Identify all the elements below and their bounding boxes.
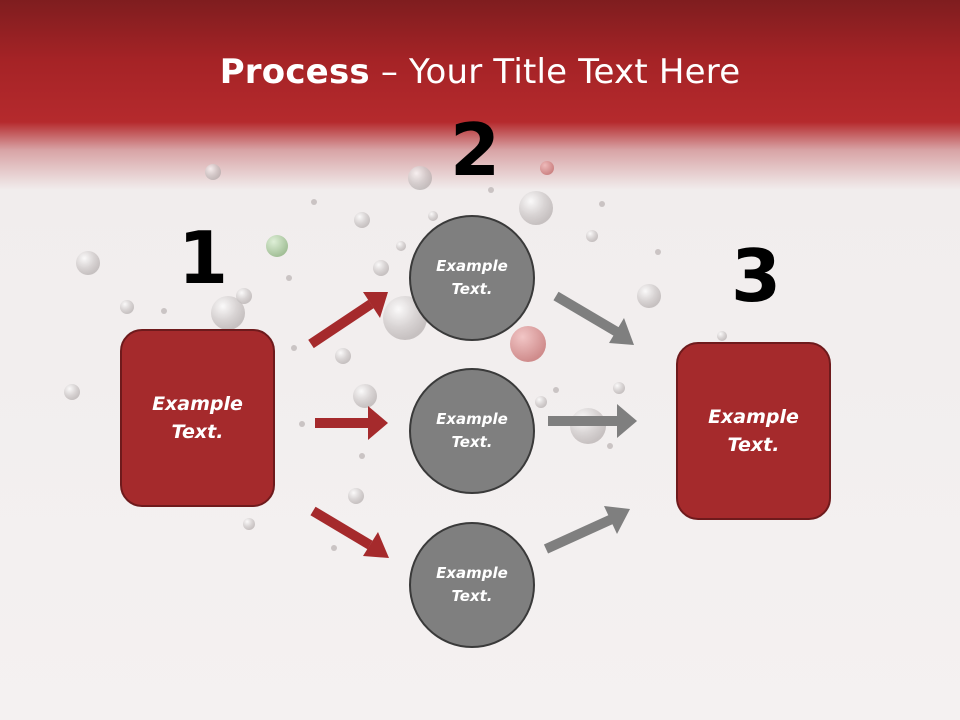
title-rest: – Your Title Text Here <box>369 52 741 92</box>
arrow-1-to-2-top <box>308 292 388 349</box>
step-number-1: 1 <box>178 216 229 300</box>
step-1-box: Example Text. <box>120 329 275 507</box>
arrow-1-to-2-middle <box>315 406 388 440</box>
arrow-2-to-3-middle <box>548 404 637 438</box>
step-number-3: 3 <box>731 234 782 318</box>
arrow-2-to-3-bottom <box>543 506 630 554</box>
arrow-2-to-3-top <box>553 291 634 345</box>
step-2-circle-middle: Example Text. <box>409 368 535 494</box>
step-number-2: 2 <box>450 108 501 192</box>
step-3-box: Example Text. <box>676 342 831 520</box>
title-bold: Process <box>219 52 370 92</box>
arrow-1-to-2-bottom <box>310 506 389 558</box>
step-2-circle-top: Example Text. <box>409 215 535 341</box>
slide-title: Process – Your Title Text Here <box>0 52 960 92</box>
step-2-circle-bottom: Example Text. <box>409 522 535 648</box>
